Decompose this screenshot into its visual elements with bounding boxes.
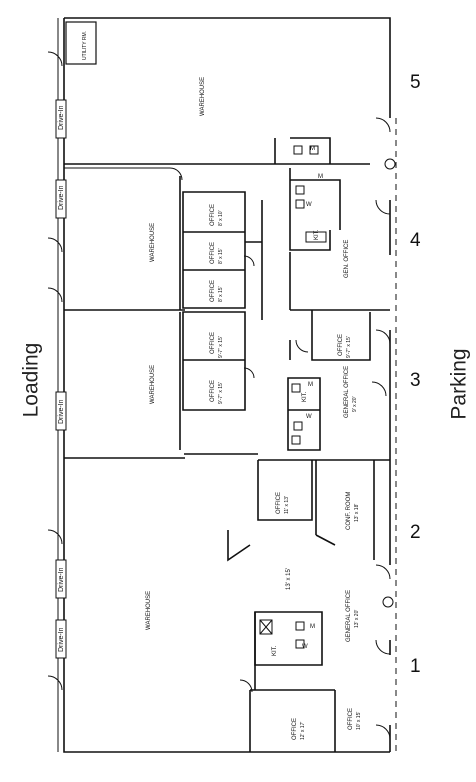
unit-number-5: 5: [410, 72, 421, 93]
office-dim: 8' x 15': [218, 248, 224, 264]
conf-room-dim: 13' x 18': [354, 504, 360, 522]
drive-in-labels: Drive-In Drive-In Drive-In Drive-In Driv…: [58, 105, 65, 652]
office-dim: 12' x 17': [300, 722, 306, 740]
office-column-3: [182, 311, 246, 411]
office-label: OFFICE: [338, 334, 344, 356]
restroom-m: M: [310, 624, 315, 630]
office-dim: 11' x 13': [284, 496, 290, 514]
kit-label: KIT.: [272, 645, 278, 656]
drive-in-label: Drive-In: [58, 399, 65, 424]
unit-number-3: 3: [410, 370, 421, 391]
drive-in-door: [55, 391, 67, 431]
drive-in-label: Drive-In: [58, 567, 65, 592]
kit-label: KIT.: [302, 391, 308, 402]
office-dim: 9'-7" x 15': [218, 382, 224, 404]
room-labels: UTILITY RM. WAREHOUSE WAREHOUSE WAREHOUS…: [82, 31, 362, 740]
warehouse-1-label: WAREHOUSE: [146, 591, 152, 630]
utility-room-label: UTILITY RM.: [82, 31, 88, 60]
drive-in-door: [55, 179, 67, 219]
restroom-w: W: [302, 644, 308, 650]
restroom-m: M: [308, 382, 313, 388]
office-label: OFFICE: [276, 492, 282, 514]
restroom-m: M: [318, 174, 323, 180]
general-office-1-label: GENERAL OFFICE: [346, 590, 352, 642]
drive-in-label: Drive-In: [58, 627, 65, 652]
office-label: OFFICE: [210, 332, 216, 354]
parking-label: Parking: [447, 348, 471, 420]
divider-3-2: [64, 457, 390, 461]
unit-number-2: 2: [410, 522, 421, 543]
gen-office-label: GEN. OFFICE: [344, 240, 350, 278]
restroom-w: W: [306, 202, 312, 208]
drive-in-door: [55, 99, 67, 139]
office-label: OFFICE: [210, 242, 216, 264]
loading-label: Loading: [19, 342, 43, 418]
office-dim: 8' x 10': [218, 210, 224, 226]
restroom-w: W: [306, 414, 312, 420]
restroom-m: M: [310, 146, 315, 152]
general-office-3-dim: 9' x 20': [352, 396, 358, 412]
office-label: OFFICE: [210, 380, 216, 402]
drive-in-label: Drive-In: [58, 185, 65, 210]
office-label: OFFICE: [292, 718, 298, 740]
general-office-3-label: GENERAL OFFICE: [344, 366, 350, 418]
office-dim: 10' x 15': [356, 712, 362, 730]
office-dim: 9'-7" x 15': [346, 336, 352, 358]
warehouse-3-label: WAREHOUSE: [150, 365, 156, 404]
office-label: OFFICE: [210, 204, 216, 226]
open-area-dim: 13' x 15': [286, 568, 292, 590]
kit-label: KIT.: [314, 229, 320, 240]
general-office-1-dim: 13' x 20': [354, 610, 360, 628]
office-label: OFFICE: [348, 708, 354, 730]
office-dim: 8' x 15': [218, 286, 224, 302]
unit-number-1: 1: [410, 656, 421, 677]
conf-room-label: CONF. ROOM: [346, 492, 352, 530]
drive-in-door: [55, 559, 67, 599]
outer-wall-left: [63, 18, 390, 753]
outer-wall: [64, 17, 391, 118]
drive-in-door: [55, 619, 67, 659]
unit-number-4: 4: [410, 230, 421, 251]
drive-in-label: Drive-In: [58, 105, 65, 130]
warehouse-4-label: WAREHOUSE: [150, 223, 156, 262]
warehouse-5-label: WAREHOUSE: [200, 77, 206, 116]
utility-room: [65, 21, 97, 65]
office-dim: 9'-7" x 15': [218, 336, 224, 358]
office-label: OFFICE: [210, 280, 216, 302]
